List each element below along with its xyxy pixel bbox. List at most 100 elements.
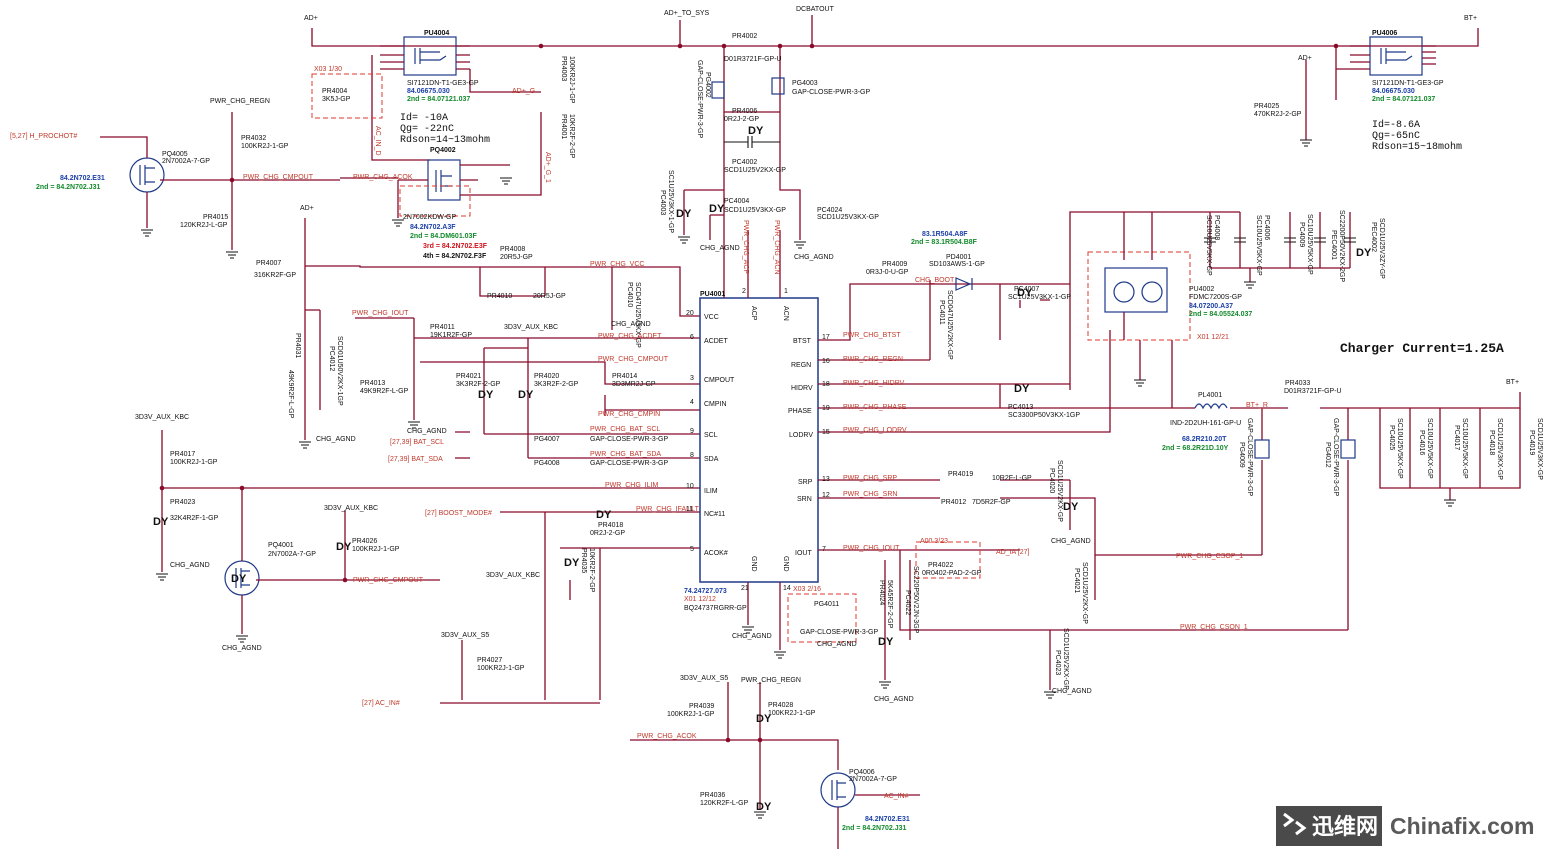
val-pr4036: 120KR2F-L-GP xyxy=(700,800,749,807)
ref-pc4007: PC4007 xyxy=(1014,286,1039,293)
ref-pq4002: PQ4002 xyxy=(430,147,456,154)
ref-pc4016: PC4016 xyxy=(1418,430,1425,455)
ic-pin-num-12: 12 xyxy=(822,492,830,499)
ic-part: BQ24737RGRR-GP xyxy=(684,605,747,612)
ic-pin-num-5: 5 xyxy=(690,546,694,553)
ref-pr4025: PR4025 xyxy=(1254,103,1279,110)
dy-marker: DY xyxy=(1063,501,1079,513)
ic-pin-num-11: 11 xyxy=(686,506,693,513)
val-pc4003: SC1U25V3KX-1-GP xyxy=(667,170,674,233)
main-power-rail xyxy=(311,15,1479,49)
ic-pin-btst: BTST xyxy=(793,338,812,345)
ref-pr4022: PR4022 xyxy=(928,562,953,569)
third-pq4002: 3rd = 84.2N702.E3F xyxy=(423,243,488,250)
val-pr4039: 100KR2J-1-GP xyxy=(667,711,715,718)
val-pr4021: 3K3R2F-2-GP xyxy=(456,381,501,388)
ic-pin-cmpin: CMPIN xyxy=(704,401,727,408)
val-pc4022: SC220P50V2JN-3GP xyxy=(912,566,919,634)
ref-pr4011: PR4011 xyxy=(430,324,455,331)
val-pr4022: 0R0402-PAD-2-GP xyxy=(922,570,982,577)
net-boost-mode: [27] BOOST_MODE# xyxy=(425,510,492,517)
val-pr4006: 0R2J-2-GP xyxy=(724,116,759,123)
net-3d3v-aux-kbc-bottom: 3D3V_AUX_KBC xyxy=(486,572,540,579)
net-pwr-chg-cson1: PWR_CHG_CSON_1 xyxy=(1180,624,1248,631)
ref-pr4021: PR4021 xyxy=(456,373,481,380)
ref-pr4004: PR4004 xyxy=(322,88,347,95)
net-pwr-chg-phase: PWR_CHG_PHASE xyxy=(843,404,907,411)
ref-pr4033: PR4033 xyxy=(1285,380,1310,387)
ic-pin-regn: REGN xyxy=(791,362,811,369)
val-pr4031: 49K9R2F-L-GP xyxy=(287,370,294,419)
ref-pc4020: PC4020 xyxy=(1048,468,1055,493)
ic-pin-lodrv: LODRV xyxy=(789,432,813,439)
mosfet-pu4004 xyxy=(371,36,541,161)
adapter-detect-network xyxy=(299,218,700,459)
ic-pin-acp: ACP xyxy=(750,306,757,321)
net-pwr-chg-vcc: PWR_CHG_VCC xyxy=(590,261,644,268)
ic-pin-acok: ACOK# xyxy=(704,550,728,557)
val-pec4001: SC2200P50V2KX-2GP xyxy=(1338,210,1345,282)
net-3d3v-aux-kbc-pr4026: 3D3V_AUX_KBC xyxy=(324,505,378,512)
second-pd4001: 2nd = 83.1R504.B8F xyxy=(911,239,978,246)
net-pwr-chg-iout-right: PWR_CHG_IOUT xyxy=(843,545,900,552)
net-ac-in-bottom: AC_IN# xyxy=(884,793,909,800)
dy-marker: DY xyxy=(596,509,612,521)
ref-pr4013: PR4013 xyxy=(360,380,385,387)
spec-right-id: Id=-8.6A xyxy=(1372,119,1420,131)
val-pr4024: 5K45R2F-2-GP xyxy=(886,580,893,629)
pn-pq4006: 84.2N702.E31 xyxy=(865,816,910,823)
ic-pin-num-16: 16 xyxy=(822,358,830,365)
gnd-pg4011: CHG_AGND xyxy=(817,641,857,648)
val-pec4002: SCD1U25V3ZY-GP xyxy=(1378,218,1385,279)
val-pr4003: 100KR2J-1-GP xyxy=(568,56,575,104)
mosfet-pq4002 xyxy=(340,112,542,227)
net-ad-ia: AD_IA [27] xyxy=(996,549,1030,556)
net-bat-sda: [27,39] BAT_SDA xyxy=(388,456,443,463)
dy-marker: DY xyxy=(1017,287,1033,299)
dy-marker: DY xyxy=(478,389,494,401)
ilim-acok-network xyxy=(156,430,700,704)
pq4002-rev-box xyxy=(399,185,471,217)
val-pr4011: 19K1R2F-GP xyxy=(430,332,472,339)
pn-pq4002: 84.2N702.A3F xyxy=(410,224,456,231)
ic-pin-num-7: 7 xyxy=(822,546,826,553)
ref-pq4005: PQ4005 xyxy=(162,151,188,158)
ref-pr4001: PR4001 xyxy=(560,114,567,139)
ref-pq4001: PQ4001 xyxy=(268,542,294,549)
val-pr4020: 3K3R2F-2-GP xyxy=(534,381,579,388)
ic-pin-labels: VCC 20 ACDET 6 CMPOUT 3 CMPIN 4 SCL 9 SD… xyxy=(686,288,830,592)
gnd-ic: CHG_AGND xyxy=(732,633,772,640)
ic-pin-srp: SRP xyxy=(798,479,813,486)
net-pwr-chg-regn-bottom: PWR_CHG_REGN xyxy=(741,677,801,684)
ic-ref: PU4001 xyxy=(700,291,725,298)
ic-pin-iout: IOUT xyxy=(795,550,812,557)
val-pr4033: D01R3721F-GP-U xyxy=(1284,388,1342,395)
val-pr4023: 32K4R2F-1-GP xyxy=(170,515,219,522)
net-pwr-chg-cmpout: PWR_CHG_CMPOUT xyxy=(598,356,669,363)
val-pr4025: 470KR2J-2-GP xyxy=(1254,111,1302,118)
net-bt-plus-out: BT+ xyxy=(1506,379,1519,386)
ref-pr4008: PR4008 xyxy=(500,246,525,253)
ref-pc4009: PC4009 xyxy=(1298,222,1305,247)
dy-markers: DY DY DY DY DY DY DY DY DY DY DY DY DY D… xyxy=(153,125,1372,813)
net-pwr-chg-acok-bottom: PWR_CHG_ACOK xyxy=(637,733,697,740)
net-pwr-chg-acp: PWR_CHG_ACP xyxy=(742,220,749,274)
net-ad-plus: AD+ xyxy=(304,15,318,22)
val-pr4004: 3K5J-GP xyxy=(322,96,351,103)
dy-marker: DY xyxy=(748,125,764,137)
val-pc4020: SCD1U25V2KX-GP xyxy=(1056,460,1063,522)
ref-pg4008: PG4008 xyxy=(534,460,560,467)
net-pwr-chg-lodrv: PWR_CHG_LODRV xyxy=(843,427,907,434)
dy-marker: DY xyxy=(756,801,772,813)
ref-pc4012: PC4012 xyxy=(328,346,335,371)
ref-pr4031: PR4031 xyxy=(294,333,301,358)
acp-acn-sense-network xyxy=(678,46,806,298)
gnd-pr4023: CHG_AGND xyxy=(170,562,210,569)
gnd-pq4001: CHG_AGND xyxy=(222,645,262,652)
pn-pl4001: 68.2R210.20T xyxy=(1182,436,1227,443)
val-pc4010: SCD47U25V3KX-GP xyxy=(634,282,641,348)
pn-pq4005: 84.2N702.E31 xyxy=(60,175,105,182)
val-pr4010: 20R5J-GP xyxy=(533,293,566,300)
